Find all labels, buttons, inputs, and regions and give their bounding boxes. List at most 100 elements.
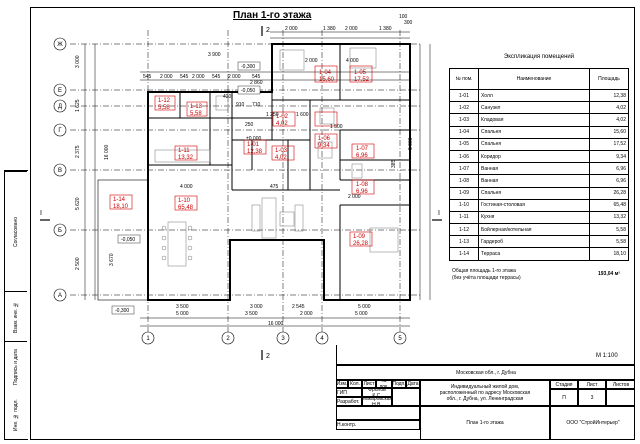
svg-text:1-06: 1-06 — [318, 136, 331, 142]
page-title: План 1-го этажа — [233, 10, 312, 21]
stamp-drawing-name: План 1-го этажа — [420, 406, 550, 440]
svg-text:1-01: 1-01 — [247, 142, 260, 148]
title-block: Московская обл., г. Дубна Изм. Кол. Лист… — [336, 345, 635, 440]
svg-text:5 000: 5 000 — [355, 311, 368, 317]
svg-text:1 380: 1 380 — [379, 26, 392, 32]
axis-number: 3 — [281, 336, 285, 342]
stamp-sheets-label: Листов — [606, 380, 635, 389]
svg-text:2 000: 2 000 — [300, 311, 313, 317]
furniture — [154, 47, 399, 267]
svg-text:26,28: 26,28 — [353, 241, 369, 247]
axis-letter: Д — [58, 104, 62, 110]
level-bottom-left: -0,300 — [115, 308, 129, 314]
svg-text:3 000: 3 000 — [75, 55, 81, 68]
approval-sidebar: Согласовано Взам. инв. № Подпись и дата … — [4, 170, 28, 440]
stamp-company: ООО "СтройИнтерьер" — [550, 406, 635, 440]
room-tag-1-02: 1-024,02 — [276, 114, 289, 127]
axis-number: 5 — [398, 336, 402, 342]
stamp-col-izm: Изм. — [336, 380, 348, 388]
svg-text:15,60: 15,60 — [319, 77, 335, 83]
explication-total-value: 193,04 м² — [598, 271, 621, 277]
stamp-col-kol: Кол. — [348, 380, 362, 388]
svg-text:12,38: 12,38 — [247, 149, 263, 155]
room-tag-1-06: 1-069,34 — [318, 136, 331, 149]
svg-text:545: 545 — [180, 74, 189, 80]
level-left: -0,050 — [121, 237, 135, 243]
axis-letter: В — [58, 168, 62, 174]
axis-letter: Г — [58, 128, 62, 134]
svg-text:1-10: 1-10 — [178, 198, 191, 204]
svg-text:2 000: 2 000 — [192, 74, 205, 80]
axis-letter: А — [58, 293, 62, 299]
svg-text:250: 250 — [245, 122, 254, 128]
svg-text:3 500: 3 500 — [245, 311, 258, 317]
stamp-col-list: Лист — [362, 380, 376, 388]
axis-number: 2 — [226, 336, 230, 342]
stamp-stage-label: Стадия — [550, 380, 578, 389]
explication-total-label: Общая площадь 1-го этажа (без учёта площ… — [452, 268, 521, 281]
svg-text:1 600: 1 600 — [296, 112, 309, 118]
stamp-signatures — [392, 388, 420, 406]
axis-letter: Ж — [57, 42, 63, 48]
stamp-sheet-label: Лист — [578, 380, 606, 389]
svg-text:1-07: 1-07 — [356, 146, 369, 152]
sheet-frame — [30, 7, 635, 440]
svg-text:1-13: 1-13 — [190, 104, 203, 110]
svg-text:1-09: 1-09 — [353, 234, 366, 240]
section-marks — [40, 26, 442, 360]
svg-text:5 000: 5 000 — [176, 311, 189, 317]
svg-text:385: 385 — [391, 159, 397, 168]
svg-text:300: 300 — [404, 20, 413, 26]
svg-text:1 625: 1 625 — [75, 99, 81, 112]
svg-text:2 000: 2 000 — [305, 58, 318, 64]
svg-text:2 860: 2 860 — [250, 80, 263, 86]
column-header: Наименование — [478, 68, 590, 90]
level-center: ±0,000 — [246, 136, 261, 142]
svg-text:5,58: 5,58 — [190, 111, 202, 117]
svg-text:710: 710 — [252, 102, 261, 108]
svg-text:2 375: 2 375 — [75, 145, 81, 158]
stamp-project: Индивидуальный жилой дом, расположенный … — [420, 380, 550, 406]
scale-note: М 1:100 — [596, 353, 618, 359]
section-mark-top: 2 — [266, 27, 270, 34]
section-mark-right: I — [438, 210, 440, 217]
axis-letters: Ж Е Д Г В Б А — [57, 42, 63, 299]
svg-text:1-12: 1-12 — [158, 98, 171, 104]
svg-text:9,34: 9,34 — [318, 143, 330, 149]
svg-text:2 000: 2 000 — [348, 194, 361, 200]
svg-text:3 670: 3 670 — [109, 253, 115, 266]
svg-text:1-14: 1-14 — [113, 197, 126, 203]
svg-text:1-05: 1-05 — [354, 70, 367, 76]
terrace-outline — [97, 179, 149, 301]
svg-text:65,48: 65,48 — [178, 205, 194, 211]
stamp-location: Московская обл., г. Дубна — [336, 365, 635, 380]
svg-text:16 000: 16 000 — [104, 144, 110, 160]
svg-text:2 000: 2 000 — [160, 74, 173, 80]
svg-text:4,02: 4,02 — [276, 121, 288, 127]
dimension-labels: 2 000 1 380 2 000 1 380 100 300 3 900 54… — [75, 14, 414, 327]
room-tag-1-12: 1-125,58 — [158, 98, 171, 111]
axis-number: 1 — [146, 336, 150, 342]
room-tag-1-08: 1-086,96 — [356, 182, 369, 195]
stamp-developer-label: Разработ. — [336, 397, 362, 406]
svg-text:1-04: 1-04 — [319, 70, 332, 76]
level-marks: -0,300 -0,050 -0,050 -0,300 ±0,000 — [111, 61, 261, 315]
axis-bubbles-letters — [53, 37, 67, 302]
grid-lines — [70, 30, 420, 332]
svg-text:2 000: 2 000 — [285, 26, 298, 32]
walls-inner — [148, 44, 410, 300]
svg-text:2 000: 2 000 — [228, 74, 241, 80]
room-tags — [109, 65, 375, 247]
